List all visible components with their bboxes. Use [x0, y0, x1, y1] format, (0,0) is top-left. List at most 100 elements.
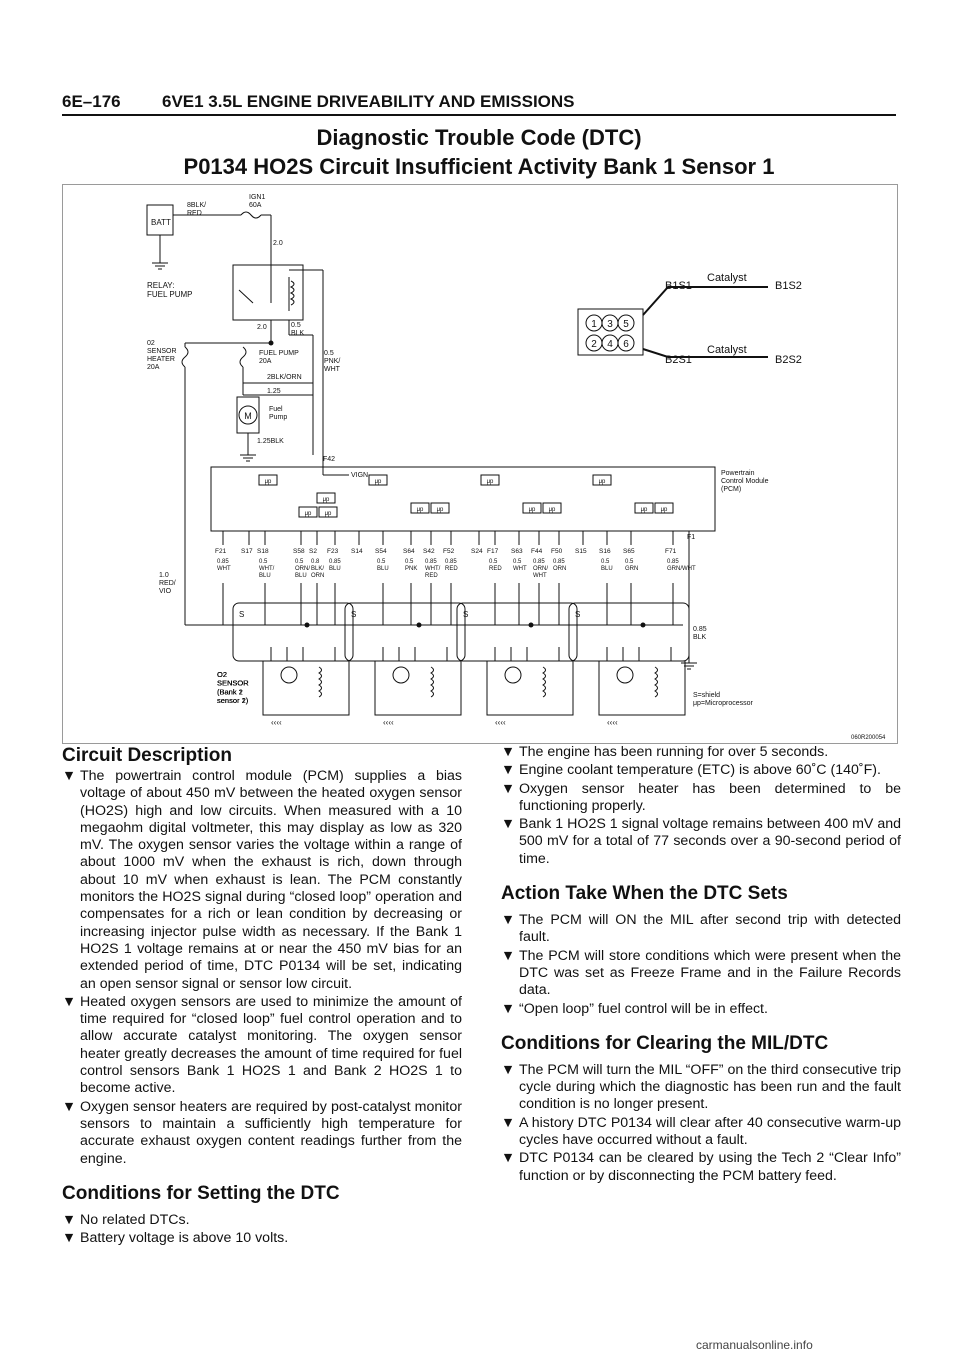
ign-wire-label: 2.0	[273, 240, 283, 247]
pin-label: F23	[327, 548, 339, 555]
sensor-element	[616, 666, 634, 684]
bullet-item: ▼“Open loop” fuel control will be in eff…	[501, 1001, 901, 1018]
sensor-element	[504, 666, 522, 684]
bullet-item: ▼The PCM will ON the MIL after second tr…	[501, 912, 901, 947]
cylinder-number: 4	[607, 339, 613, 350]
pin-label: S17	[241, 548, 253, 555]
right-column: ▼ The engine has been running for over 5 …	[501, 744, 901, 1186]
pin-label: F71	[665, 548, 677, 555]
bullet-item: ▼The powertrain control module (PCM) sup…	[62, 768, 462, 993]
cylinder-number: 6	[623, 339, 629, 350]
clearing-heading: Conditions for Clearing the MIL/DTC	[501, 1032, 829, 1054]
o2-sensor-box	[486, 660, 574, 716]
pin-label: S16	[599, 548, 611, 555]
up-label: μp	[437, 507, 444, 513]
b2s2-label: B2S2	[775, 354, 802, 366]
up-label: μp	[305, 511, 312, 517]
section-title: 6VE1 3.5L ENGINE DRIVEABILITY AND EMISSI…	[162, 92, 575, 111]
bullet-marker: ▼	[501, 780, 516, 797]
catalyst-label: Catalyst	[707, 272, 747, 284]
dtc-title: Diagnostic Trouble Code (DTC)	[316, 125, 642, 150]
wire-label: 1.25BLK	[257, 438, 284, 445]
up-label: μp	[265, 479, 272, 485]
bullet-text: The engine has been running for over 5 s…	[519, 744, 829, 760]
up-label: μp	[641, 507, 648, 513]
cylinder-6	[617, 334, 635, 352]
connector-mark: ‹‹‹‹	[607, 718, 618, 727]
left-column: Circuit Description ▼The powertrain cont…	[62, 744, 462, 1248]
circuit-heading: Circuit Description	[62, 745, 232, 766]
bullet-item: ▼The PCM will store conditions which wer…	[501, 948, 901, 1000]
pin-label: S63	[511, 548, 523, 555]
relay-label: RELAY:FUEL PUMP	[147, 281, 193, 299]
shield-label: S	[351, 610, 356, 619]
battery-wire-label: 8BLK/RED	[187, 202, 206, 217]
page-number: 6E–176	[62, 92, 121, 111]
bullet-item: ▼Oxygen sensor heaters are required by p…	[62, 1099, 462, 1168]
sensor-heater-coil	[654, 666, 658, 698]
shield-label: S	[463, 610, 468, 619]
microprocessor	[654, 502, 674, 514]
sensor-element	[280, 666, 298, 684]
bullet-item: ▼DTC P0134 can be cleared by using the T…	[501, 1150, 901, 1185]
bullet-marker: ▼	[501, 1000, 516, 1017]
bullet-item: ▼The engine has been running for over 5 …	[501, 744, 901, 761]
up-label: μp	[417, 507, 424, 513]
microprocessor	[316, 492, 336, 504]
pcm-box	[210, 466, 716, 532]
microprocessor	[480, 474, 500, 486]
microprocessor	[298, 506, 318, 518]
shield-label: S	[575, 610, 580, 619]
shield-label: S	[239, 610, 244, 619]
up-label: μp	[599, 479, 606, 485]
microprocessor	[258, 474, 278, 486]
pin-label: S24	[471, 548, 483, 555]
setting-bullets: ▼No related DTCs.▼Battery voltage is abo…	[62, 1212, 462, 1248]
bullet-text: No related DTCs.	[80, 1211, 190, 1228]
wire-label: 2BLK/ORN	[267, 374, 302, 381]
bullet-marker: ▼	[501, 947, 516, 964]
bullet-item: ▼Heated oxygen sensors are used to minim…	[62, 994, 462, 1098]
cylinder-5	[617, 314, 635, 332]
bullet-text: “Open loop” fuel control will be in effe…	[519, 1000, 768, 1017]
cylinder-number: 2	[591, 339, 597, 350]
sensor-heater-coil	[430, 666, 434, 698]
bullet-text: Bank 1 HO2S 1 signal voltage remains bet…	[519, 816, 901, 867]
pin-label: S65	[623, 548, 635, 555]
sensor-element	[392, 666, 410, 684]
splice-dot	[640, 622, 646, 628]
pin-label: S64	[403, 548, 415, 555]
bullet-text: Heated oxygen sensors are used to minimi…	[80, 993, 462, 1097]
bullet-item: ▼A history DTC P0134 will clear after 40…	[501, 1115, 901, 1150]
bullet-text: Oxygen sensor heaters are required by po…	[80, 1098, 462, 1167]
pin-label: S58	[293, 548, 305, 555]
o2-sensor-box	[374, 660, 462, 716]
bullet-marker: ▼	[62, 993, 77, 1010]
page-header: 6E–176 6VE1 3.5L ENGINE DRIVEABILITY AND…	[62, 90, 896, 116]
fuse-fuel-pump	[239, 346, 247, 368]
bullet-marker: ▼	[62, 768, 77, 784]
bullet-marker: ▼	[501, 912, 516, 929]
bullet-item: ▼The PCM will turn the MIL “OFF” on the …	[501, 1062, 901, 1114]
bullet-marker: ▼	[62, 1098, 77, 1115]
dtc-subtitle: P0134 HO2S Circuit Insufficient Activity…	[183, 154, 775, 179]
bullet-marker: ▼	[501, 1114, 516, 1131]
up-label: μp	[323, 497, 330, 503]
